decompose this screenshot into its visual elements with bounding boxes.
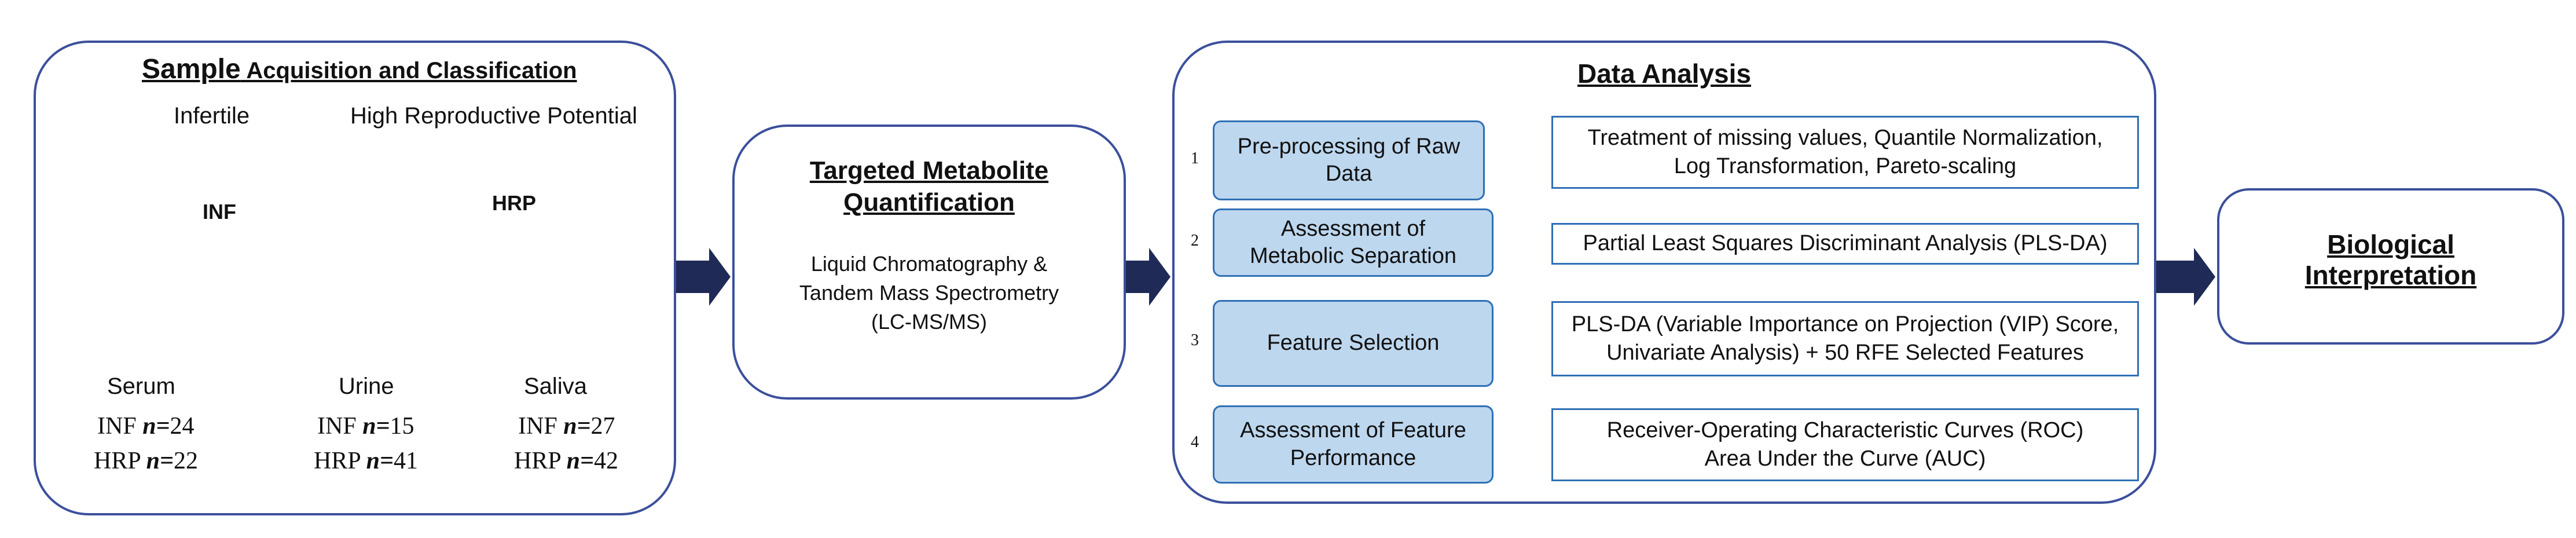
quantification-panel xyxy=(732,125,1126,400)
saliva-hrp-label: HRP xyxy=(514,448,567,474)
step-number-3: 3 xyxy=(1191,331,1199,349)
step-feature-performance-desc: Receiver-Operating Characteristic Curves… xyxy=(1551,408,2139,481)
fluid-name-saliva: Saliva xyxy=(524,374,587,399)
serum-inf-count: INF n=24 xyxy=(97,412,194,440)
urine-inf-count: INF n=15 xyxy=(317,412,414,440)
saliva-inf-count: INF n=27 xyxy=(518,412,615,440)
urine-inf-n: 15 xyxy=(390,413,414,440)
n-symbol: n= xyxy=(563,413,591,440)
data-analysis-title: Data Analysis xyxy=(1577,58,1751,89)
interpretation-panel xyxy=(2217,188,2564,345)
sample-panel-title: Sample Acquisition and Classification xyxy=(142,53,577,85)
serum-hrp-label: HRP xyxy=(94,448,146,474)
quant-title-line2: Quantification xyxy=(843,188,1015,217)
urine-hrp-count: HRP n=41 xyxy=(314,447,418,475)
infertile-label: Infertile xyxy=(174,103,250,129)
sample-title-bold: Sample xyxy=(142,54,241,85)
serum-hrp-n: 22 xyxy=(173,448,198,474)
n-symbol: n= xyxy=(362,413,390,440)
urine-inf-label: INF xyxy=(317,413,363,440)
step-feature-selection-desc: PLS-DA (Variable Importance on Projectio… xyxy=(1551,301,2139,376)
step-number-2: 2 xyxy=(1191,232,1199,250)
step-metabolic-separation-desc: Partial Least Squares Discriminant Analy… xyxy=(1551,223,2139,265)
step-feature-selection: Feature Selection xyxy=(1213,300,1494,387)
hrp-label: High Reproductive Potential xyxy=(350,103,637,129)
step-preprocessing-desc: Treatment of missing values, Quantile No… xyxy=(1551,116,2139,189)
step-feature-performance: Assessment of Feature Performance xyxy=(1213,405,1494,484)
inf-pig-label: INF xyxy=(203,200,236,224)
serum-inf-n: 24 xyxy=(170,413,195,440)
quant-body-line2: Tandem Mass Spectrometry xyxy=(799,281,1059,305)
n-symbol: n= xyxy=(142,413,170,440)
saliva-inf-label: INF xyxy=(518,413,564,440)
urine-hrp-n: 41 xyxy=(393,448,418,474)
n-symbol: n= xyxy=(146,448,174,474)
step-preprocessing: Pre-processing of Raw Data xyxy=(1213,120,1485,200)
interpretation-line2: Interpretation xyxy=(2305,260,2477,290)
saliva-hrp-n: 42 xyxy=(593,448,618,474)
hrp-pig-label: HRP xyxy=(492,191,537,215)
quant-body-line3: (LC-MS/MS) xyxy=(871,310,987,334)
step-metabolic-separation: Assessment of Metabolic Separation xyxy=(1213,208,1494,277)
step-number-4: 4 xyxy=(1191,433,1199,451)
serum-hrp-count: HRP n=22 xyxy=(94,447,198,475)
fluid-name-serum: Serum xyxy=(107,374,175,399)
step-number-1: 1 xyxy=(1191,149,1199,167)
serum-inf-label: INF xyxy=(97,413,143,440)
quant-title-line1: Targeted Metabolite xyxy=(809,156,1049,185)
interpretation-line1: Biological xyxy=(2327,229,2454,259)
saliva-inf-n: 27 xyxy=(590,413,615,440)
n-symbol: n= xyxy=(566,448,594,474)
fluid-name-urine: Urine xyxy=(339,374,394,399)
sample-acquisition-panel xyxy=(34,41,676,515)
sample-title-rest: Acquisition and Classification xyxy=(240,58,577,83)
urine-hrp-label: HRP xyxy=(314,448,366,474)
quant-body-line1: Liquid Chromatography & xyxy=(810,252,1048,276)
n-symbol: n= xyxy=(366,448,394,474)
saliva-hrp-count: HRP n=42 xyxy=(514,447,618,475)
